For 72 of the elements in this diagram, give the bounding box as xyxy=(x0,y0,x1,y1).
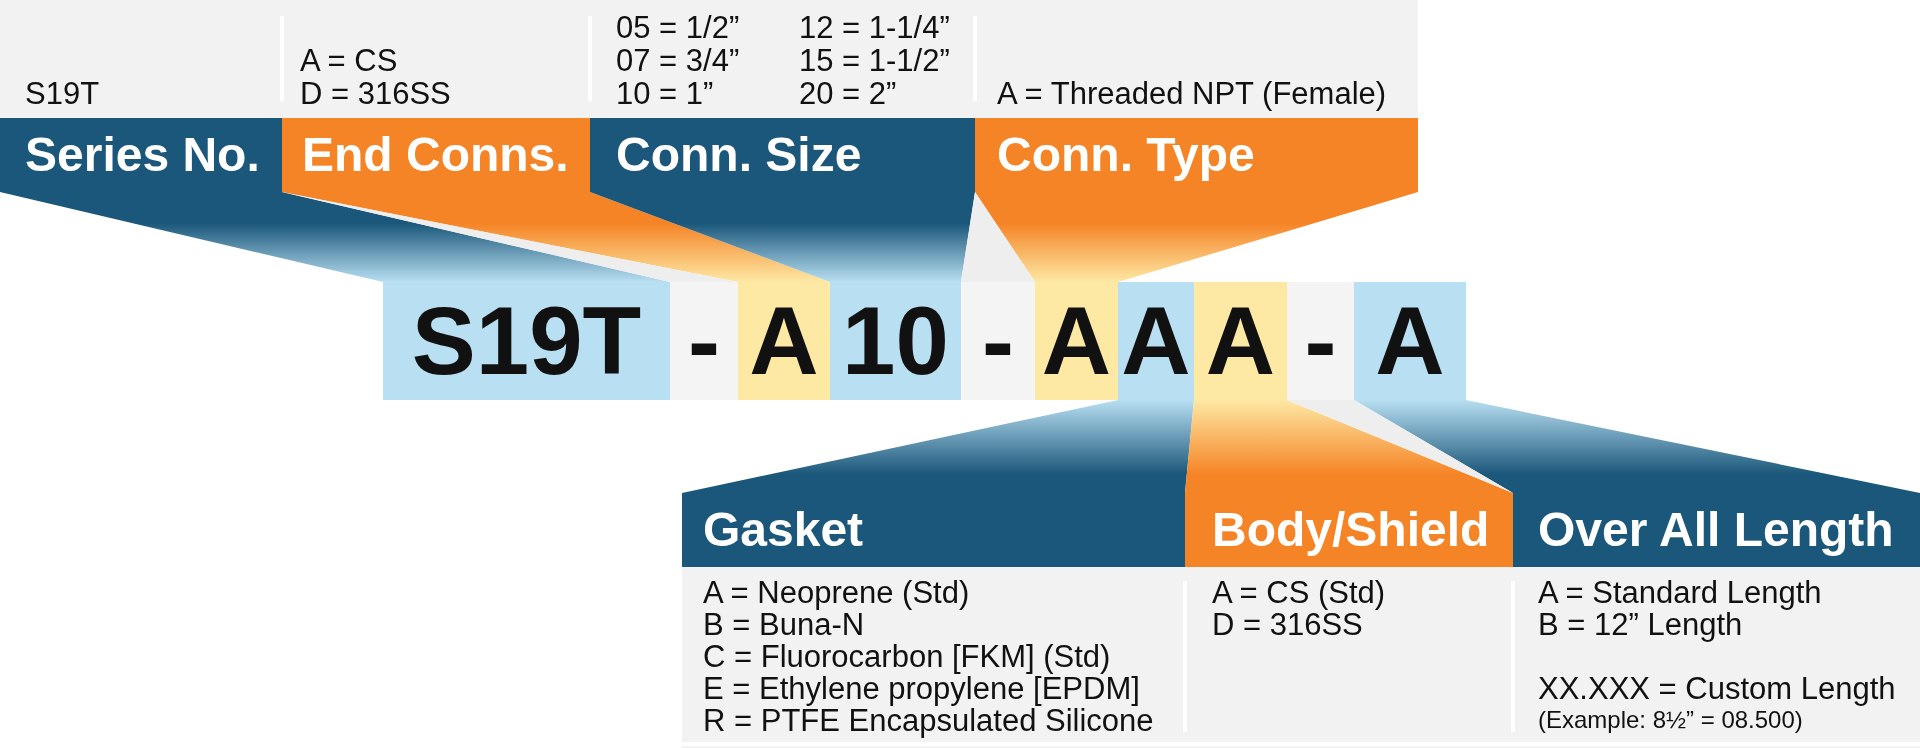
funnel-connector xyxy=(0,192,670,282)
code-segment xyxy=(830,282,961,400)
code-character: - xyxy=(1304,291,1337,391)
option-text: 15 = 1-1/2” xyxy=(799,44,950,77)
code-segment xyxy=(1354,282,1466,400)
category-header xyxy=(0,118,282,192)
header-title: End Conns. xyxy=(302,129,569,181)
option-text: 05 = 1/2” xyxy=(616,11,740,44)
option-panel xyxy=(0,0,282,118)
option-text: A = CS (Std) xyxy=(1212,577,1386,609)
option-text: A = Threaded NPT (Female) xyxy=(997,77,1387,110)
option-panel xyxy=(282,0,590,118)
code-segment xyxy=(1287,282,1354,400)
funnel-connector xyxy=(282,192,830,282)
separator-wedge xyxy=(1287,400,1513,493)
option-text: 20 = 2” xyxy=(799,77,897,110)
category-header xyxy=(1513,493,1920,567)
option-text: R = PTFE Encapsulated Silicone xyxy=(703,705,1154,737)
option-text: D = 316SS xyxy=(1212,609,1363,641)
option-text: 07 = 3/4” xyxy=(616,44,740,77)
separator-wedge xyxy=(282,192,738,282)
option-panel xyxy=(1513,567,1920,748)
option-text: B = Buna-N xyxy=(703,609,865,641)
option-text: XX.XXX = Custom Length xyxy=(1538,673,1896,705)
code-character: - xyxy=(688,291,720,391)
code-segment xyxy=(670,282,738,400)
code-character: S19T xyxy=(411,291,642,391)
option-text: A = CS xyxy=(300,44,398,77)
category-header xyxy=(1185,493,1513,567)
option-text: B = 12” Length xyxy=(1538,609,1743,641)
funnel-connector xyxy=(682,400,1194,493)
code-segment xyxy=(1194,282,1287,400)
code-character: A xyxy=(1375,291,1445,391)
header-title: Series No. xyxy=(25,129,260,181)
code-character: A xyxy=(749,291,819,391)
code-segment xyxy=(961,282,1035,400)
option-text: (Example: 8½” = 08.500) xyxy=(1538,706,1803,735)
funnel-connector xyxy=(1185,400,1513,493)
code-segment xyxy=(383,282,670,400)
separator-wedge xyxy=(961,192,1035,282)
code-character: 10 xyxy=(842,291,949,391)
code-character: A xyxy=(1121,291,1191,391)
code-character: - xyxy=(982,291,1014,391)
header-title: Conn. Type xyxy=(997,129,1255,181)
option-text: E = Ethylene propylene [EPDM] xyxy=(703,673,1140,705)
category-header xyxy=(975,118,1418,192)
option-text: A = Neoprene (Std) xyxy=(703,577,970,609)
option-panel xyxy=(1185,567,1513,748)
option-text: S19T xyxy=(25,77,100,110)
category-header xyxy=(682,493,1185,567)
funnel-connector xyxy=(975,192,1418,282)
option-panel xyxy=(975,0,1418,118)
option-text: D = 316SS xyxy=(300,77,451,110)
header-title: Over All Length xyxy=(1538,504,1894,556)
code-character: A xyxy=(1041,291,1112,391)
code-character: A xyxy=(1205,291,1276,391)
funnel-connector xyxy=(590,192,975,282)
option-text: C = Fluorocarbon [FKM] (Std) xyxy=(703,641,1111,673)
code-segment xyxy=(1118,282,1194,400)
category-header xyxy=(282,118,590,192)
option-text: 10 = 1” xyxy=(616,77,714,110)
option-panel xyxy=(682,567,1185,748)
option-text: 12 = 1-1/4” xyxy=(799,11,950,44)
code-segment xyxy=(1035,282,1118,400)
option-text: A = Standard Length xyxy=(1538,577,1822,609)
funnel-connector xyxy=(1354,400,1920,493)
header-title: Gasket xyxy=(703,504,864,556)
code-segment xyxy=(738,282,830,400)
header-title: Conn. Size xyxy=(616,129,862,181)
option-panel xyxy=(590,0,975,118)
category-header xyxy=(590,118,975,192)
header-title: Body/Shield xyxy=(1212,504,1490,556)
